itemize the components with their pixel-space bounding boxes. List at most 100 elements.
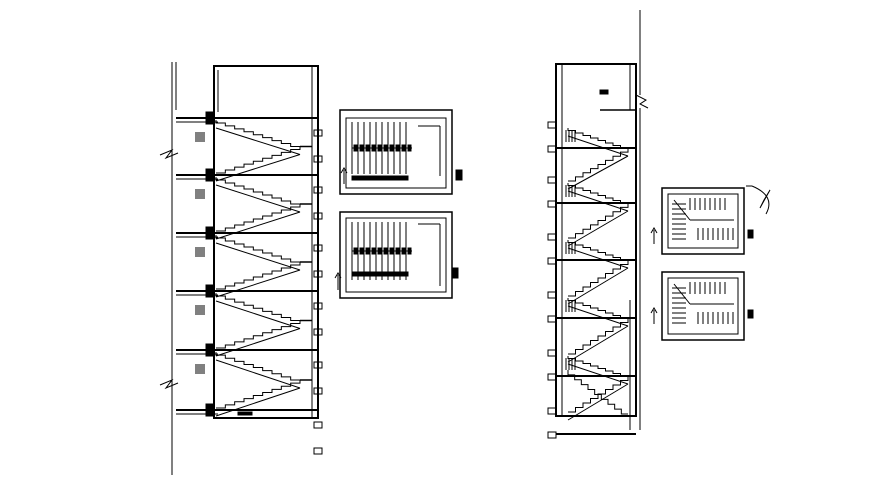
baluster: [359, 144, 364, 152]
beam-section: [205, 226, 215, 240]
stair-flight-down: [215, 352, 300, 381]
base-tag: [237, 411, 253, 416]
wall-opening: [313, 328, 323, 336]
stair-soffit: [567, 247, 629, 269]
stair-soffit: [215, 154, 301, 182]
stair-plan-upper-left: [339, 109, 463, 195]
stair-soffit: [215, 242, 301, 271]
baluster: [377, 247, 382, 255]
direction-arrow-head: [334, 272, 342, 279]
stair-flight-down: [215, 177, 300, 205]
stair-plan-lower-right: [650, 271, 754, 341]
wall-opening: [547, 200, 557, 208]
baluster: [395, 144, 400, 152]
baluster: [377, 144, 382, 152]
stair-section-left: [159, 62, 323, 475]
plan-hatch: [351, 175, 409, 181]
baluster: [389, 144, 394, 152]
plan-hatch: [351, 271, 409, 277]
wall-opening: [547, 291, 557, 299]
plan-outline: [661, 271, 745, 341]
wall-opening: [547, 233, 557, 241]
wall-opening: [547, 315, 557, 323]
stair-soffit: [215, 184, 301, 213]
stair-soffit: [215, 359, 301, 389]
stair-soffit: [215, 300, 301, 329]
stair-soffit: [567, 267, 629, 305]
wall-opening: [547, 145, 557, 153]
direction-arrow-head: [650, 307, 658, 314]
stair-soffit: [567, 190, 629, 212]
wall-opening: [547, 407, 557, 415]
plan-tag: [455, 169, 463, 181]
baluster: [401, 144, 406, 152]
plan-inner: [345, 117, 447, 189]
wall-opening: [313, 244, 323, 252]
stair-soffit: [567, 325, 629, 363]
break-mark: [159, 148, 179, 160]
stair-soffit: [567, 210, 629, 247]
plan-tag: [747, 229, 754, 239]
stair-plan-lower-left: [334, 211, 459, 299]
stair-flight-return: [216, 146, 301, 174]
north-arrow-arc: [751, 185, 770, 215]
wall-opening: [313, 361, 323, 369]
beam-section: [205, 403, 215, 417]
baluster: [389, 247, 394, 255]
plan-inner: [667, 193, 739, 249]
stair-soffit: [215, 269, 301, 298]
plan-outline: [661, 187, 745, 255]
stairwell-outline: [213, 65, 319, 419]
stair-flight-down: [215, 293, 300, 321]
stair-flight-down: [215, 235, 300, 263]
wall-opening: [313, 387, 323, 395]
baluster: [395, 247, 400, 255]
baluster: [383, 144, 388, 152]
stair-flight-down: [567, 370, 628, 415]
baluster: [407, 144, 412, 152]
baluster: [401, 247, 406, 255]
stair-soffit: [215, 211, 301, 240]
stair-flight-return: [216, 320, 301, 349]
stair-soffit: [215, 328, 301, 357]
beam-section: [205, 168, 215, 182]
wall-opening: [313, 212, 323, 220]
stair-soffit: [567, 383, 629, 421]
beam-section: [205, 343, 215, 357]
stair-flight-return: [216, 380, 301, 409]
break-mark: [635, 94, 649, 109]
roof-tag: [599, 89, 609, 95]
stair-flight-return: [568, 148, 629, 182]
baluster: [383, 247, 388, 255]
baluster: [365, 247, 370, 255]
baluster: [371, 144, 376, 152]
stair-flight-down: [215, 120, 300, 147]
baluster: [353, 144, 358, 152]
wall-opening: [547, 176, 557, 184]
north-arrow-pointer: [759, 189, 771, 209]
wall-opening: [313, 302, 323, 310]
stair-soffit: [567, 305, 629, 327]
stair-flight-return: [568, 318, 629, 355]
direction-arrow-head: [340, 167, 348, 174]
stair-flight-return: [568, 260, 629, 297]
wall-opening: [313, 421, 323, 429]
baluster: [353, 247, 358, 255]
wall-opening: [313, 447, 323, 455]
beam-section: [205, 111, 215, 125]
beam-section: [205, 284, 215, 298]
wall-opening: [313, 129, 323, 137]
stair-plan-upper-right: [650, 187, 754, 255]
wall-opening: [313, 186, 323, 194]
plan-tag: [451, 267, 459, 279]
break-mark: [159, 378, 179, 390]
baluster: [359, 247, 364, 255]
plan-outline: [339, 211, 453, 299]
wall-opening: [313, 155, 323, 163]
wall-opening: [313, 270, 323, 278]
stair-soffit: [215, 127, 301, 155]
wall-opening: [547, 373, 557, 381]
